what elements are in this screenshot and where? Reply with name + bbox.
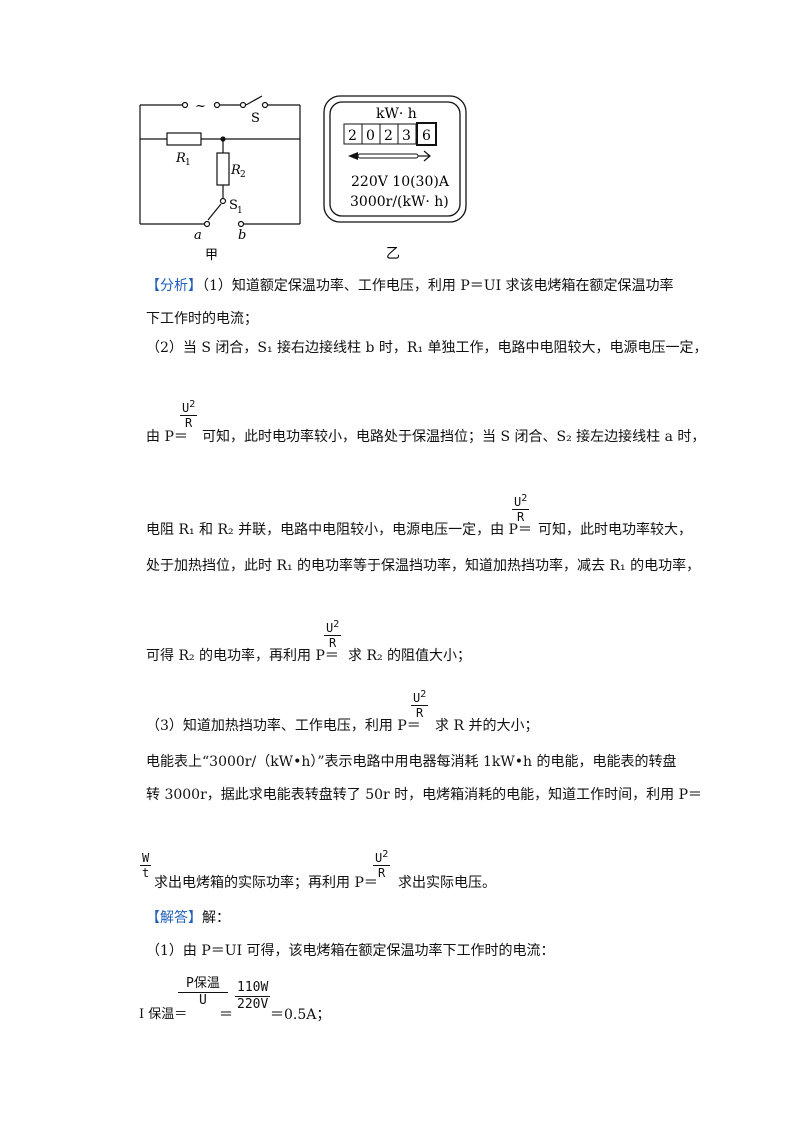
analysis-line-7-pre: 可得 R₂ 的电功率，再利用 P＝ <box>146 648 339 664</box>
r2-label: R <box>230 163 241 178</box>
figure-caption-yi: 乙 <box>386 246 400 262</box>
analysis-line-4-post: 可知，此时电功率较小，电路处于保温挡位；当 S 闭合、S₂ 接左边接线柱 a 时… <box>202 429 706 445</box>
analysis-line-6: 处于加热挡位，此时 R₁ 的电功率等于保温挡功率，知道加热挡功率，减去 R₁ 的… <box>146 558 701 574</box>
answer-tag: 【解答】 <box>146 910 202 926</box>
analysis-paragraph-1: 【分析】（1）知道额定保温功率、工作电压，利用 P＝UI 求该电烤箱在额定保温功… <box>146 277 674 295</box>
analysis-line-7-post: 求 R₂ 的阻值大小； <box>348 648 472 664</box>
fraction-p-keep-over-u: P保温 U <box>178 976 228 1009</box>
s1-label: S <box>229 198 238 213</box>
r1-sub: 1 <box>185 158 191 168</box>
analysis-line-4-pre: 由 P＝ <box>146 429 188 445</box>
analysis-tag: 【分析】 <box>146 278 202 294</box>
analysis-line-3: （2）当 S 闭合，S₁ 接右边接线柱 b 时，R₁ 单独工作，电路中电阻较大，… <box>146 340 708 356</box>
fraction-u2-over-r-b: U2 R <box>512 493 530 524</box>
answer-line-1: （1）由 P＝UI 可得，该电烤箱在额定保温功率下工作时的电流： <box>146 943 555 959</box>
meter-digit-2: 0 <box>366 128 375 144</box>
rotation-arrow-icon <box>348 150 431 162</box>
analysis-line-9: 电能表上“3000r/（kW•h）”表示电路中用电器每消耗 1kW•h 的电能，… <box>146 754 677 770</box>
meter-rating: 220V 10(30)A <box>351 174 450 190</box>
fraction-u2-over-r-e: U2 R <box>373 849 391 880</box>
switch-s-label: S <box>251 111 260 126</box>
circuit-diagram: ~ S R 1 R 2 S 1 a b 甲 <box>139 95 301 262</box>
analysis-line-11-mid: 求出电烤箱的实际功率；再利用 P＝ <box>154 875 378 891</box>
terminal-a-label: a <box>194 228 202 243</box>
answer-line-2-eq: ＝ <box>219 1007 233 1023</box>
answer-line-2-post: ＝0.5A； <box>270 1007 331 1023</box>
meter-digit-3: 2 <box>384 128 393 144</box>
analysis-line-8-post: 求 R 并的大小； <box>435 718 539 734</box>
meter-digit-1: 2 <box>348 128 357 144</box>
s1-sub: 1 <box>237 206 243 216</box>
fraction-watt-over-volt: 110W 220V <box>235 980 271 1012</box>
fraction-u2-over-r-a: U2 R <box>180 399 198 430</box>
terminal-b-label: b <box>238 228 246 243</box>
meter-constant: 3000r/(kW· h) <box>350 194 449 210</box>
answer-tag-after: 解： <box>202 910 230 926</box>
analysis-line-2: 下工作时的电流； <box>146 311 258 327</box>
answer-heading: 【解答】解： <box>146 909 230 927</box>
r1-label: R <box>175 151 186 166</box>
analysis-line-5-pre: 电阻 R₁ 和 R₂ 并联，电路中电阻较小，电源电压一定，由 P＝ <box>146 522 532 538</box>
fraction-u2-over-r-c: U2 R <box>324 619 342 650</box>
analysis-line-11-post: 求出实际电压。 <box>398 875 496 891</box>
meter-unit: kW· h <box>376 106 417 122</box>
ac-source-label: ~ <box>195 99 206 114</box>
figure-caption-jia: 甲 <box>205 248 218 262</box>
answer-line-2-pre: I 保温＝ <box>139 1007 188 1022</box>
fraction-u2-over-r-d: U2 R <box>411 689 429 720</box>
energy-meter: kW· h 2 0 2 3 6 220V 10(30)A 3000r/(kW· … <box>323 95 467 262</box>
r2-sub: 2 <box>240 170 246 180</box>
analysis-line-10: 转 3000r，据此求电能表转盘转了 50r 时，电烤箱消耗的电能，知道工作时间… <box>146 787 703 803</box>
fraction-w-over-t: W t <box>140 851 152 880</box>
analysis-line-8-pre: （3）知道加热挡功率、工作电压，利用 P＝ <box>146 718 421 734</box>
meter-digit-4: 3 <box>402 128 411 144</box>
analysis-line-5-post: 可知，此时电功率较大， <box>538 522 692 538</box>
meter-digit-5: 6 <box>422 128 431 144</box>
analysis-line-1: （1）知道额定保温功率、工作电压，利用 P＝UI 求该电烤箱在额定保温功率 <box>202 278 674 294</box>
